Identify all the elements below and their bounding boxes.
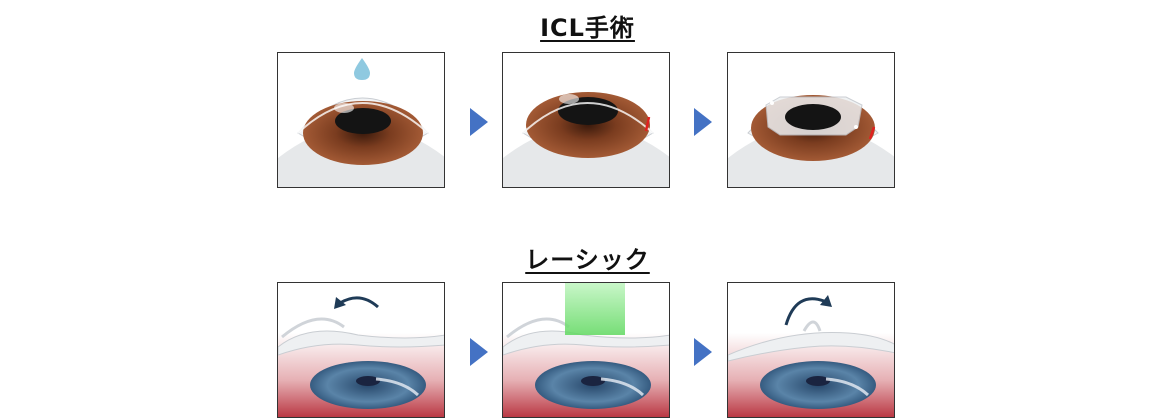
pupil — [806, 376, 830, 386]
lifted-flap — [506, 317, 570, 339]
pupil — [335, 108, 391, 134]
icl-step-3-panel — [727, 52, 895, 188]
step-arrow-icon — [470, 338, 488, 366]
icl-step-2-illustration — [503, 92, 669, 187]
step-arrow-icon — [470, 108, 488, 136]
pupil — [356, 376, 380, 386]
lasik-step-2-panel — [502, 282, 670, 418]
corneal-flap — [503, 330, 669, 356]
section-title-lasik: レーシック — [525, 246, 650, 274]
step-arrow-icon — [694, 108, 712, 136]
corneal-flap — [278, 330, 444, 356]
icl-step-1-illustration — [278, 58, 444, 187]
section-title-icl: ICL手術 — [540, 14, 635, 42]
pupil — [785, 104, 841, 130]
incision-mark — [868, 126, 876, 140]
lasik-step-1-illustration — [278, 296, 444, 417]
lasik-step-3-illustration — [728, 295, 894, 417]
corneal-flap — [728, 332, 894, 362]
rotate-arrow-icon — [784, 295, 832, 326]
incision-mark — [644, 116, 651, 132]
icl-step-1-panel — [277, 52, 445, 188]
icl-step-3-illustration — [728, 95, 894, 187]
laser-beam-icon — [565, 283, 625, 335]
lasik-step-2-illustration — [503, 283, 669, 417]
rotate-arrow-icon — [334, 296, 379, 309]
returned-flap — [802, 320, 822, 332]
lasik-step-3-panel — [727, 282, 895, 418]
lasik-step-1-panel — [277, 282, 445, 418]
eye-drop-icon — [354, 58, 370, 80]
icl-step-2-panel — [502, 52, 670, 188]
pupil — [581, 376, 605, 386]
step-arrow-icon — [694, 338, 712, 366]
lifted-flap — [281, 317, 345, 339]
